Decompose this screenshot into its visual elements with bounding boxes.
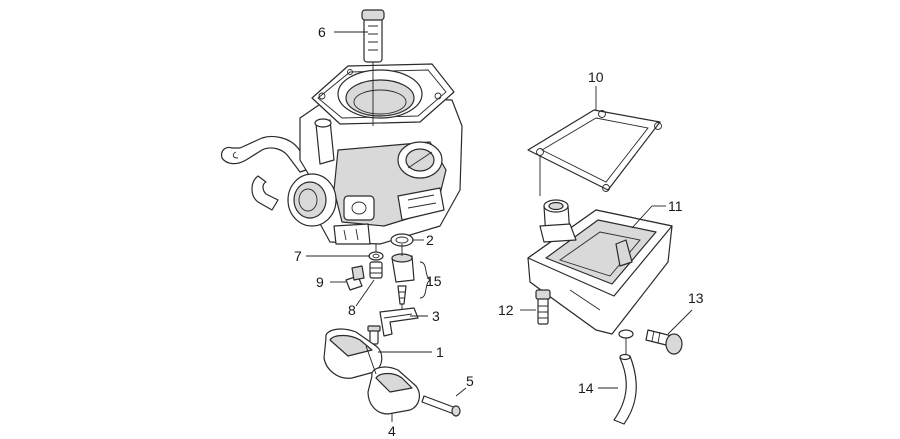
carburetor-body	[221, 63, 463, 245]
part-15-valve-group	[391, 244, 431, 305]
callout-15: 15	[426, 273, 442, 289]
part-14-drain-hose	[613, 338, 637, 425]
callout-1: 1	[436, 344, 444, 360]
callout-6: 6	[318, 24, 326, 40]
part-7-washer	[368, 244, 384, 261]
part-8-jet	[369, 261, 383, 279]
part-6-slide	[361, 9, 385, 126]
leader-lines	[306, 31, 693, 397]
callout-3: 3	[432, 308, 440, 324]
callout-4: 4	[388, 423, 396, 439]
part-3-float-arm	[379, 304, 419, 337]
callout-8: 8	[348, 302, 356, 318]
callout-12: 12	[498, 302, 514, 318]
callout-2: 2	[426, 232, 434, 248]
part-4-float	[323, 328, 420, 422]
part-9-screw	[345, 265, 365, 291]
part-13-drain-screw	[645, 329, 683, 355]
callout-11: 11	[668, 198, 683, 214]
part-10-gasket	[527, 96, 662, 196]
callout-10: 10	[588, 69, 604, 85]
callout-14: 14	[578, 380, 594, 396]
part-5-float-pin	[421, 395, 461, 417]
callout-7: 7	[294, 248, 302, 264]
callout-5: 5	[466, 373, 474, 389]
callout-labels: 6 10 2 7 9 8 15 3 1 5 4 11 12 13 14	[294, 24, 704, 439]
callout-9: 9	[316, 274, 324, 290]
part-11-float-bowl	[527, 199, 673, 339]
callout-13: 13	[688, 290, 704, 306]
part-12-screw	[535, 289, 551, 325]
